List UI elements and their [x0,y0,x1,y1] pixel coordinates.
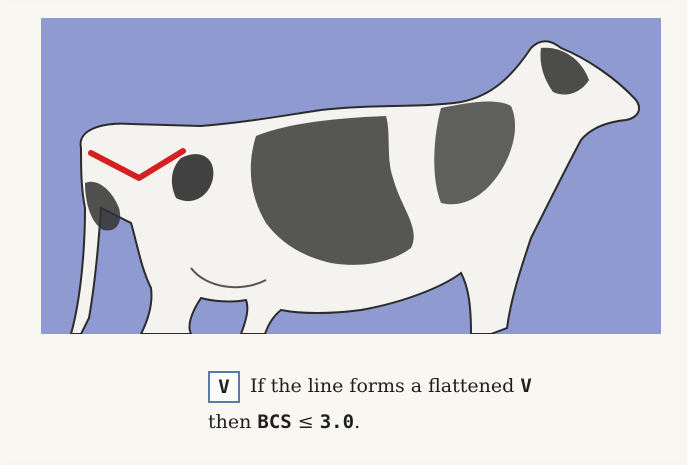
body-patch-front [434,101,516,205]
caption-line2-op: ≤ [291,411,320,433]
rump-patch [85,181,121,231]
bcs-label: BCS [257,411,292,433]
v-badge: V [208,371,240,403]
caption-line1-text: If the line forms a flattened [250,375,521,397]
v-line-marker [88,148,186,181]
caption-line2-prefix: then [208,411,258,433]
udder [190,267,267,289]
head-patch [540,47,589,95]
caption-line2-suffix: . [354,411,361,433]
hip-patch [171,154,214,202]
caption-line2: then BCS ≤ 3.0. [208,404,648,440]
bcs-value: 3.0 [319,411,355,433]
cow-drawing [69,40,640,334]
body-patch-large [250,116,414,265]
cow-illustration [41,18,661,334]
caption-line1-emph: V [520,375,532,397]
